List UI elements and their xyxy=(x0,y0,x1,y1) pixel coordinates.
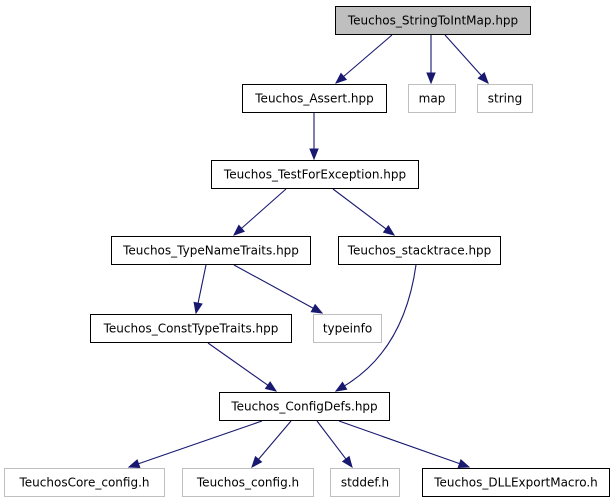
arrowhead xyxy=(193,301,203,315)
arrowhead xyxy=(457,459,471,468)
edge-line xyxy=(138,420,263,465)
node-box xyxy=(313,314,382,343)
edge-testforexception-to-typenametraits xyxy=(232,188,287,236)
node-assert[interactable]: Teuchos_Assert.hpp xyxy=(242,84,387,113)
node-root: Teuchos_StringToIntMap.hpp xyxy=(335,6,531,35)
arrowhead xyxy=(382,224,396,236)
node-label: Teuchos_ConfigDefs.hpp xyxy=(230,400,377,414)
node-label: map xyxy=(419,92,446,106)
node-label: Teuchos_TypeNameTraits.hpp xyxy=(122,244,299,258)
edge-line xyxy=(258,420,292,460)
edge-root-to-assert xyxy=(334,34,393,84)
node-label: Teuchos_StringToIntMap.hpp xyxy=(347,14,518,28)
node-box xyxy=(422,468,610,497)
edge-configdefs-to-stddef xyxy=(316,420,353,469)
node-testforexception[interactable]: Teuchos_TestForException.hpp xyxy=(211,160,419,189)
node-box xyxy=(477,84,533,113)
nodes-layer: Teuchos_StringToIntMap.hppTeuchos_Assert… xyxy=(4,6,610,497)
edge-line xyxy=(344,264,417,387)
node-label: stddef.h xyxy=(341,476,389,490)
edge-line xyxy=(444,34,482,76)
edge-testforexception-to-stacktrace xyxy=(332,188,396,236)
node-box xyxy=(330,468,400,497)
node-consttypetraits[interactable]: Teuchos_ConstTypeTraits.hpp xyxy=(90,314,292,343)
edge-assert-to-testforexception xyxy=(309,113,319,161)
node-dllexport[interactable]: Teuchos_DLLExportMacro.h xyxy=(422,468,610,497)
arrowhead xyxy=(426,72,436,85)
arrowhead xyxy=(477,72,489,85)
node-box xyxy=(111,236,311,265)
node-box xyxy=(211,160,419,189)
node-label: Teuchos_TestForException.hpp xyxy=(223,168,406,182)
edge-line xyxy=(338,420,460,465)
edge-line xyxy=(197,264,207,304)
node-label: Teuchos_stacktrace.hpp xyxy=(347,244,492,258)
node-box xyxy=(90,314,292,343)
edge-configdefs-to-dllexport xyxy=(338,420,471,468)
edge-typenametraits-to-consttypetraits xyxy=(193,264,207,315)
arrowhead xyxy=(127,459,141,469)
node-box xyxy=(4,468,165,497)
edge-configdefs-to-coreconfig xyxy=(127,420,263,469)
edge-line xyxy=(233,264,314,309)
arrowhead xyxy=(334,381,348,392)
node-label: TeuchosCore_config.h xyxy=(19,476,150,490)
edge-configdefs-to-config xyxy=(251,420,292,469)
edge-typenametraits-to-typeinfo xyxy=(233,264,324,314)
edge-stacktrace-to-configdefs xyxy=(334,264,417,392)
node-typenametraits[interactable]: Teuchos_TypeNameTraits.hpp xyxy=(111,236,311,265)
node-typeinfo: typeinfo xyxy=(313,314,382,343)
node-map: map xyxy=(408,84,456,113)
node-stddef: stddef.h xyxy=(330,468,400,497)
arrowhead xyxy=(334,72,348,84)
node-box xyxy=(408,84,456,113)
node-box xyxy=(338,236,501,265)
node-box xyxy=(182,468,314,497)
node-configdefs[interactable]: Teuchos_ConfigDefs.hpp xyxy=(219,392,390,421)
arrowhead xyxy=(310,303,324,314)
edge-line xyxy=(316,420,347,460)
node-string: string xyxy=(477,84,533,113)
edge-root-to-map xyxy=(426,35,436,85)
node-stacktrace[interactable]: Teuchos_stacktrace.hpp xyxy=(338,236,501,265)
arrowhead xyxy=(232,224,246,236)
node-label: typeinfo xyxy=(323,322,372,336)
arrowhead xyxy=(264,381,278,392)
node-label: Teuchos_config.h xyxy=(196,476,299,490)
node-box xyxy=(242,84,387,113)
edge-line xyxy=(241,188,287,229)
edge-line xyxy=(343,34,393,77)
node-box xyxy=(219,392,390,421)
edges-layer xyxy=(127,34,489,469)
edge-line xyxy=(332,188,387,230)
edge-consttypetraits-to-configdefs xyxy=(207,342,278,392)
node-coreconfig: TeuchosCore_config.h xyxy=(4,468,165,497)
node-label: string xyxy=(488,92,522,106)
node-box xyxy=(335,6,531,35)
node-label: Teuchos_ConstTypeTraits.hpp xyxy=(103,322,279,336)
node-label: Teuchos_Assert.hpp xyxy=(254,92,373,106)
edge-root-to-string xyxy=(444,34,489,85)
arrowhead xyxy=(309,148,319,161)
arrowhead xyxy=(341,455,353,469)
node-config: Teuchos_config.h xyxy=(182,468,314,497)
node-label: Teuchos_DLLExportMacro.h xyxy=(433,476,598,490)
edge-line xyxy=(207,342,269,386)
arrowhead xyxy=(251,455,263,469)
